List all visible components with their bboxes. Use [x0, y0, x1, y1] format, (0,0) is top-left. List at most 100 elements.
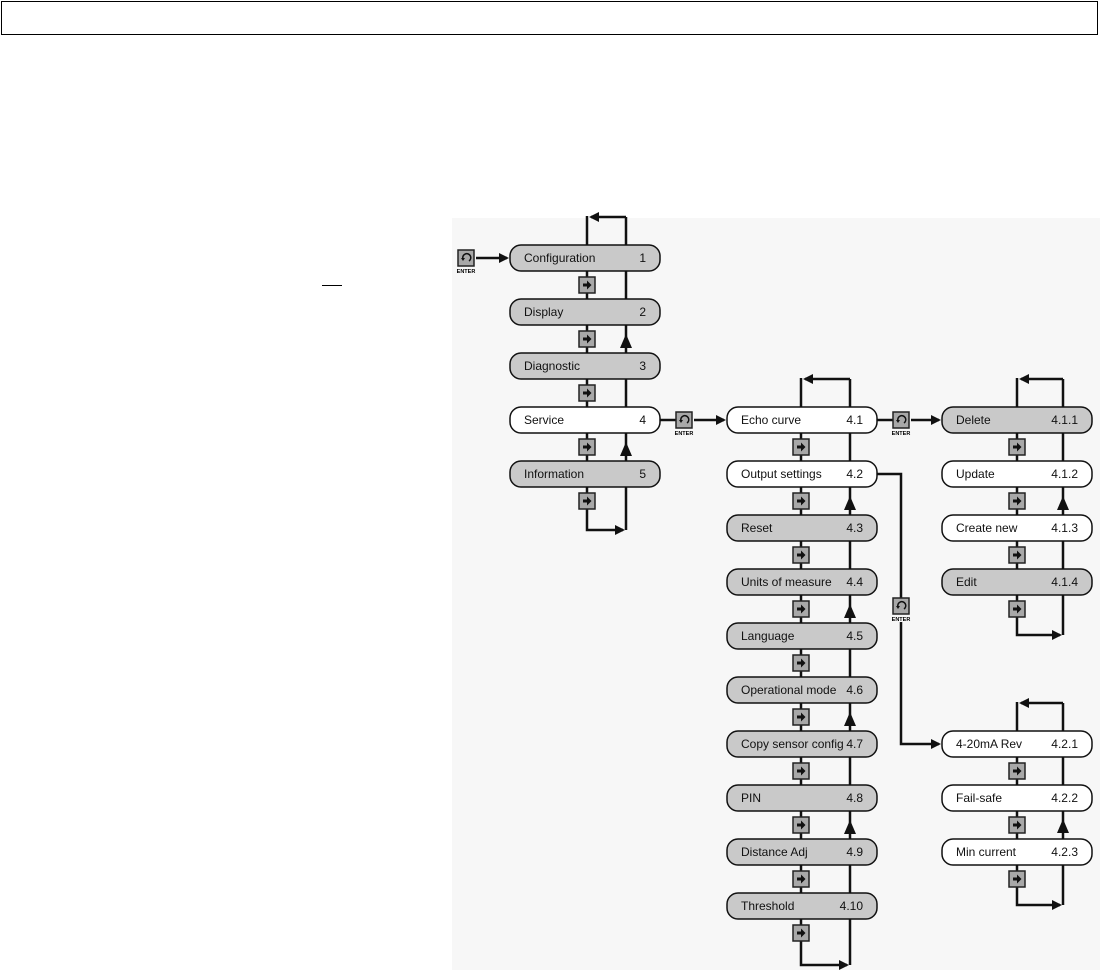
level3-echo-item-0: Delete 4.1.1	[941, 406, 1093, 434]
output-connector-a	[877, 472, 903, 598]
menu-item-code: 2	[639, 305, 646, 319]
menu-item-label: Information	[524, 467, 584, 481]
level3-echo-next-button-0	[1008, 438, 1026, 456]
menu-item-label: Display	[524, 305, 563, 319]
menu-item-code: 4.10	[840, 899, 864, 913]
menu-item-label: Copy sensor config	[741, 737, 844, 751]
enter-label: ENTER	[892, 431, 911, 437]
level2-item-4: Language 4.5	[726, 622, 878, 650]
loop-bottom	[1015, 887, 1062, 910]
menu-item-label: Diagnostic	[524, 359, 580, 373]
menu-item-label: Echo curve	[741, 413, 801, 427]
menu-item-code: 4.1	[846, 413, 863, 427]
menu-item-label: Configuration	[524, 251, 595, 265]
menu-item-code: 4.8	[846, 791, 863, 805]
level1-item-2: Diagnostic 3	[509, 352, 661, 380]
menu-item-label: Reset	[741, 521, 773, 535]
menu-item-code: 4.2.2	[1051, 791, 1078, 805]
menu-item-code: 4.6	[846, 683, 863, 697]
level3-output-item-1: Fail-safe 4.2.2	[941, 784, 1093, 812]
menu-item-label: 4-20mA Rev	[956, 737, 1022, 751]
level2-up-arrow-0	[844, 496, 856, 510]
menu-item-label: Distance Adj	[741, 845, 808, 859]
level2-item-0: Echo curve 4.1	[726, 406, 878, 434]
enter-label: ENTER	[892, 617, 911, 623]
level3-echo-item-2: Create new 4.1.3	[941, 514, 1093, 542]
level2-item-8: Distance Adj 4.9	[726, 838, 878, 866]
menu-item-label: Create new	[956, 521, 1018, 535]
level2-item-9: Threshold 4.10	[726, 892, 878, 920]
menu-item-code: 4.1.1	[1051, 413, 1078, 427]
menu-item-code: 4.4	[846, 575, 863, 589]
menu-item-code: 4	[639, 413, 646, 427]
level1-item-1: Display 2	[509, 298, 661, 326]
level2-next-button-9	[792, 924, 810, 942]
enter-icon-echo: ENTER	[892, 411, 911, 437]
loop-bottom	[1015, 617, 1062, 640]
level1-item-3: Service 4	[509, 406, 661, 434]
level2-up-arrow-2	[844, 712, 856, 726]
level1-next-button-2	[578, 384, 596, 402]
level3-output-up-arrow-0	[1057, 819, 1069, 833]
menu-item-code: 3	[639, 359, 646, 373]
level3-output-item-2: Min current 4.2.3	[941, 838, 1093, 866]
level1-next-button-0	[578, 276, 596, 294]
level2-item-7: PIN 4.8	[726, 784, 878, 812]
level1-up-arrow-0	[620, 334, 632, 348]
level3-echo-next-button-1	[1008, 492, 1026, 510]
level2-next-button-7	[792, 816, 810, 834]
menu-item-label: Min current	[956, 845, 1017, 859]
menu-item-label: Delete	[956, 413, 991, 427]
level3-echo-item-3: Edit 4.1.4	[941, 568, 1093, 596]
menu-item-code: 4.1.2	[1051, 467, 1078, 481]
level1-next-button-3	[578, 438, 596, 456]
loop-bottom	[585, 509, 625, 535]
menu-item-label: Edit	[956, 575, 977, 589]
menu-item-code: 4.2.3	[1051, 845, 1078, 859]
menu-item-code: 4.1.3	[1051, 521, 1078, 535]
text-underline-mark	[322, 285, 342, 286]
menu-item-label: Threshold	[741, 899, 794, 913]
output-to-rev	[899, 622, 941, 749]
level2-next-button-0	[792, 438, 810, 456]
level2-next-button-4	[792, 654, 810, 672]
level2-up-arrow-1	[844, 604, 856, 618]
level3-echo-next-button-2	[1008, 546, 1026, 564]
menu-item-code: 4.1.4	[1051, 575, 1078, 589]
level2-next-button-3	[792, 600, 810, 618]
level2-next-button-8	[792, 870, 810, 888]
level2-next-button-1	[792, 492, 810, 510]
level3-output-next-button-1	[1008, 816, 1026, 834]
level2-item-3: Units of measure 4.4	[726, 568, 878, 596]
level1-next-button-1	[578, 330, 596, 348]
menu-item-code: 4.7	[846, 737, 863, 751]
enter-icon-entry: ENTER	[457, 249, 475, 275]
level3-output-next-button-2	[1008, 870, 1026, 888]
menu-item-code: 4.5	[846, 629, 863, 643]
menu-item-label: PIN	[741, 791, 761, 805]
level2-up-arrow-3	[844, 820, 856, 834]
menu-item-code: 4.9	[846, 845, 863, 859]
level3-echo-next-button-3	[1008, 600, 1026, 618]
menu-item-label: Fail-safe	[956, 791, 1002, 805]
level3-output-next-button-0	[1008, 762, 1026, 780]
menu-item-label: Units of measure	[741, 575, 832, 589]
level2-next-button-2	[792, 546, 810, 564]
enter-icon-service: ENTER	[675, 411, 694, 437]
level3-echo-up-arrow-0	[1057, 496, 1069, 510]
level1-item-4: Information 5	[509, 460, 661, 488]
menu-item-label: Service	[524, 413, 564, 427]
enter-label: ENTER	[675, 431, 694, 437]
menu-item-code: 5	[639, 467, 646, 481]
menu-item-label: Output settings	[741, 467, 822, 481]
level1-up-arrow-1	[620, 442, 632, 456]
menu-item-label: Language	[741, 629, 795, 643]
